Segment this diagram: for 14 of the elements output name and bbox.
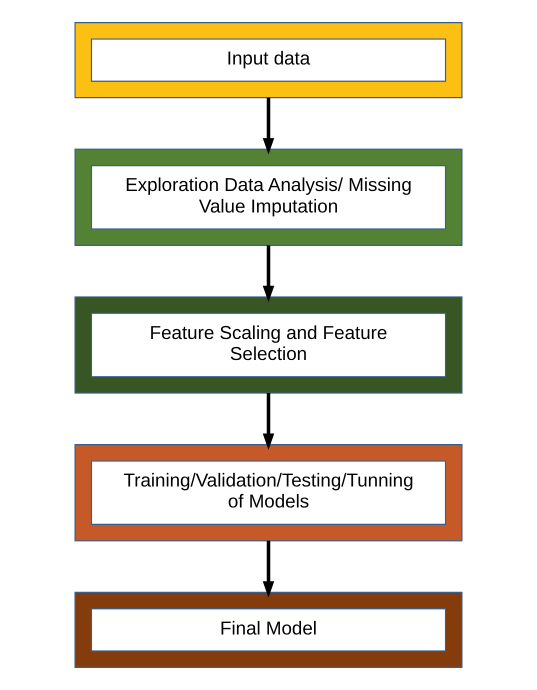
cluster [74, 148, 463, 246]
node-box: Input data [90, 38, 446, 82]
cluster [74, 592, 463, 668]
node-box: Training/Validation/Testing/Tunning of Models [90, 460, 446, 525]
cluster [74, 296, 463, 394]
node-box: Final Model [90, 608, 446, 652]
arrow [262, 245, 274, 302]
cluster [74, 444, 463, 542]
arrow [262, 540, 274, 598]
arrow [262, 98, 274, 155]
node-box: Feature Scaling and Feature Selection [90, 312, 446, 378]
cluster [74, 22, 463, 98]
arrow [262, 393, 274, 450]
node-box: Exploration Data Analysis/ Missing Value Imputation [90, 165, 446, 230]
